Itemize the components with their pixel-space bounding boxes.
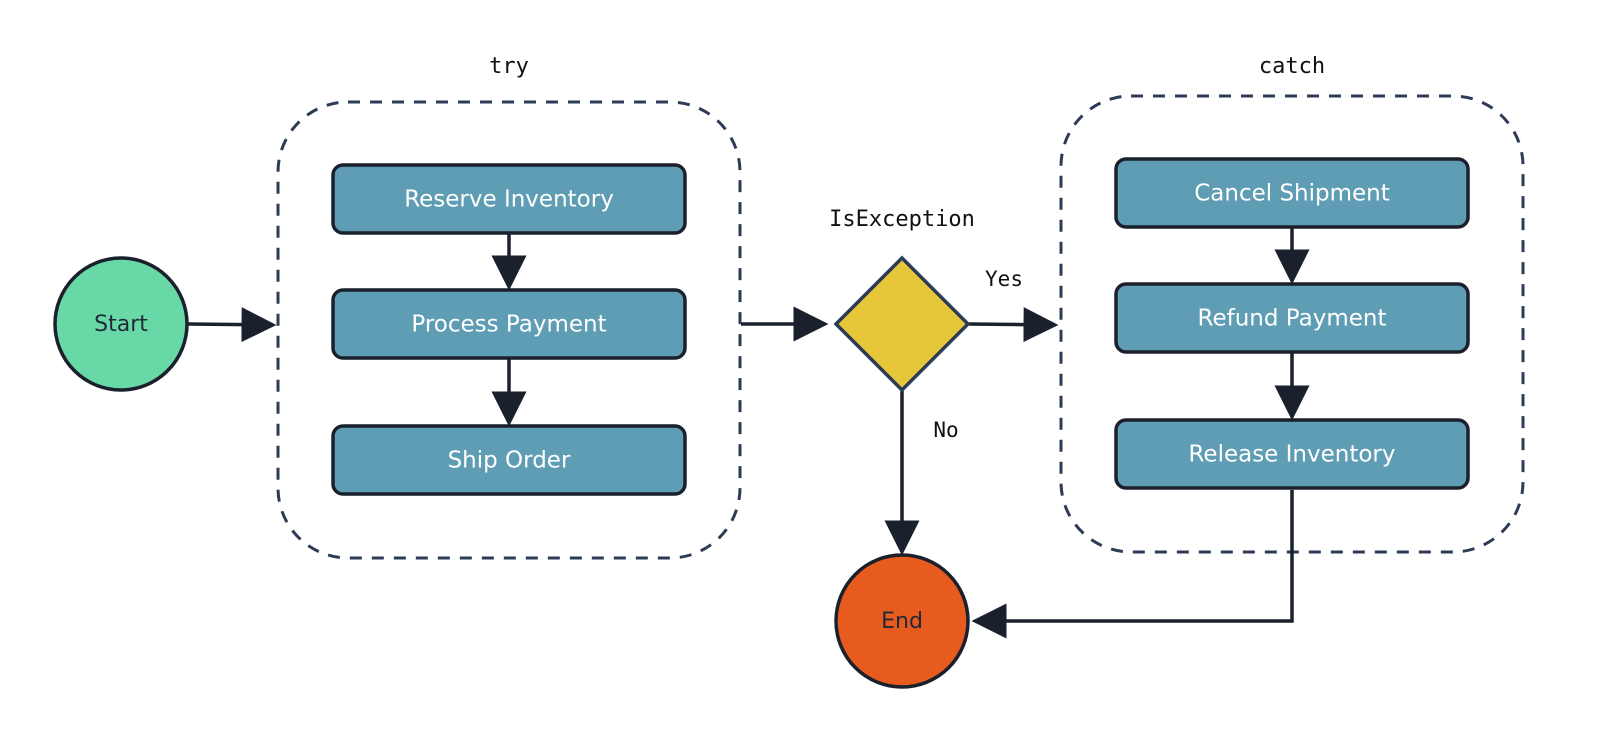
edge-start-to-try: [187, 307, 277, 343]
end-node[interactable]: [834, 553, 970, 689]
end-node-label: End: [881, 609, 923, 634]
reserve-inventory-label: Reserve Inventory: [404, 187, 614, 213]
catch-group-label: catch: [1259, 54, 1325, 79]
ship-order-label: Ship Order: [448, 448, 571, 474]
is-exception-decision-node[interactable]: [833, 255, 971, 393]
reserve-inventory-node[interactable]: [331, 163, 687, 235]
ship-order-node[interactable]: [331, 424, 687, 496]
edge-decision-to-catch: [968, 307, 1059, 343]
process-payment-label: Process Payment: [411, 312, 606, 338]
try-group-label: try: [489, 54, 529, 79]
release-inventory-node[interactable]: [1114, 418, 1470, 490]
refund-payment-node[interactable]: [1114, 282, 1470, 354]
edge-release-to-end: [971, 490, 1294, 639]
start-node[interactable]: [53, 256, 189, 392]
decision-label: IsException: [829, 207, 975, 232]
refund-payment-label: Refund Payment: [1198, 306, 1387, 332]
try-group-container: [276, 100, 742, 560]
edge-label-no: No: [933, 418, 958, 442]
process-payment-node[interactable]: [331, 288, 687, 360]
edge-label-yes: Yes: [985, 267, 1023, 291]
start-node-label: Start: [94, 312, 148, 337]
cancel-shipment-label: Cancel Shipment: [1194, 181, 1390, 207]
release-inventory-label: Release Inventory: [1188, 442, 1395, 468]
cancel-shipment-node[interactable]: [1114, 157, 1470, 229]
